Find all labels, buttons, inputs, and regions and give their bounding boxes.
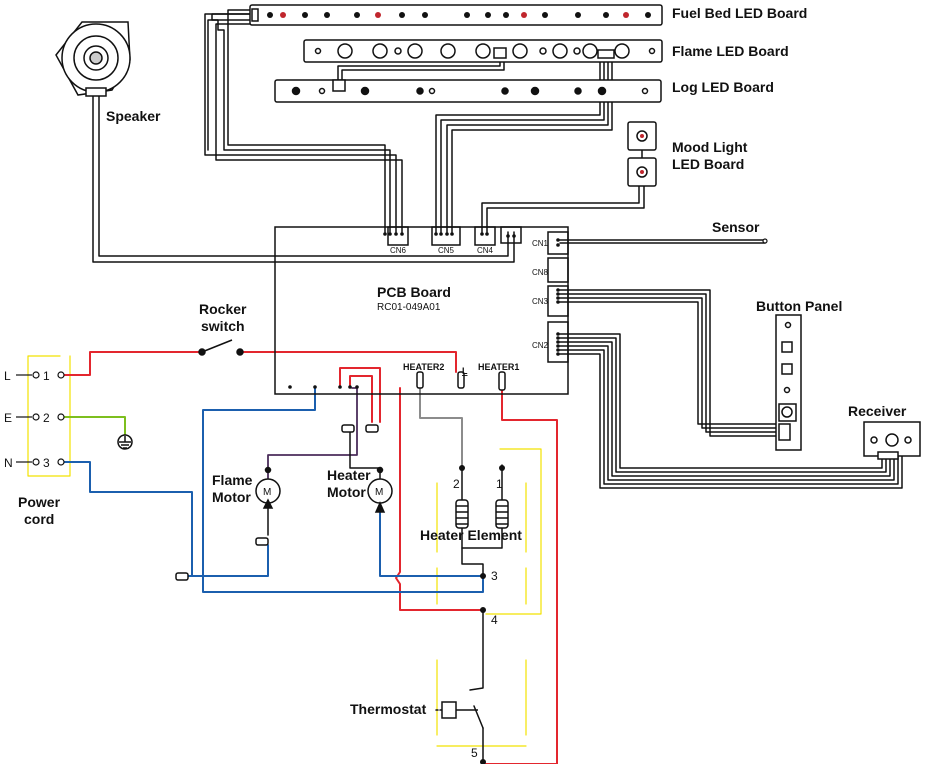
heater2-wire [419, 376, 463, 469]
cord-3-label: 3 [43, 456, 50, 470]
terminal-3-label: 3 [491, 569, 498, 583]
heater-element-label: Heater Element [420, 527, 522, 543]
rocker-switch-label-1: Rocker [199, 301, 247, 317]
pcb-board-model: RC01-049A01 [377, 302, 441, 313]
sensor-tip [762, 238, 768, 244]
rocker-switch [198, 339, 244, 356]
cn5-label: CN5 [438, 246, 455, 255]
mood-light-label: Mood Light [672, 139, 748, 155]
button-panel-label: Button Panel [756, 298, 842, 314]
log-led-board-label: Log LED Board [672, 79, 774, 95]
heater-element-coils [455, 499, 509, 529]
cord-e-label: E [4, 411, 12, 425]
guide-lines [27, 355, 542, 747]
terminal-2-label: 2 [453, 477, 460, 491]
cord-1-label: 1 [43, 369, 50, 383]
log-led-board [274, 79, 662, 103]
button-panel [775, 314, 802, 451]
fuel-bed-led-board-label: Fuel Bed LED Board [672, 5, 807, 21]
cn3-label: CN3 [532, 297, 549, 306]
fuel-bed-led-board [249, 4, 663, 26]
mood-light-led-board-label: LED Board [672, 156, 744, 172]
flame-led-board-label: Flame LED Board [672, 43, 789, 59]
heater-motor-m: M [375, 487, 383, 498]
cn4-label: CN4 [477, 246, 494, 255]
pcb-board-title: PCB Board [377, 284, 451, 300]
cn8-label: CN8 [532, 268, 549, 277]
terminal-5-label: 5 [471, 746, 478, 760]
pcb-l-mark: L [462, 366, 468, 376]
cn6-label: CN6 [390, 246, 407, 255]
power-cord-label-1: Power [18, 494, 61, 510]
fuel-bed-leds [267, 12, 651, 18]
flame-motor-m: M [263, 487, 271, 498]
rocker-switch-label-2: switch [201, 318, 245, 334]
heater-motor-label-1: Heater [327, 467, 371, 483]
cord-l-label: L [4, 369, 11, 383]
flame-motor-label-1: Flame [212, 472, 253, 488]
signal-harnesses [92, 9, 903, 761]
live-wires [63, 351, 558, 764]
terminal-1-label: 1 [496, 477, 503, 491]
flame-motor-icon [255, 466, 281, 546]
neutral-wires [63, 387, 484, 593]
thermostat-icon [441, 701, 478, 719]
speaker-label: Speaker [106, 108, 161, 124]
thermostat-label: Thermostat [350, 701, 427, 717]
cord-n-label: N [4, 456, 13, 470]
labels: Fuel Bed LED Board Flame LED Board Log L… [4, 5, 907, 760]
cn2-label: CN2 [532, 341, 549, 350]
heater-motor-icon [341, 424, 393, 513]
receiver-label: Receiver [848, 403, 907, 419]
cn1-label: CN1 [532, 239, 549, 248]
mood-light-led-board [627, 121, 657, 187]
pcb-board [274, 226, 569, 395]
heater-terminals [416, 371, 506, 391]
pcb-pins [288, 232, 560, 389]
power-cord-label-2: cord [24, 511, 54, 527]
motor-wires [267, 387, 358, 479]
inline-connector [175, 572, 189, 581]
power-cord-terminals [16, 371, 65, 466]
flame-motor-label-2: Motor [212, 489, 251, 505]
heater1-label: HEATER1 [478, 362, 519, 372]
terminal-4-label: 4 [491, 613, 498, 627]
junction-dots [459, 465, 505, 764]
flame-led-board [303, 39, 663, 63]
heater2-label: HEATER2 [403, 362, 444, 372]
cord-2-label: 2 [43, 411, 50, 425]
receiver [863, 421, 921, 460]
sensor-label: Sensor [712, 219, 760, 235]
speaker-icon [55, 21, 131, 97]
heater-motor-label-2: Motor [327, 484, 366, 500]
earth-wire [63, 416, 126, 437]
earth-symbol [117, 434, 133, 450]
